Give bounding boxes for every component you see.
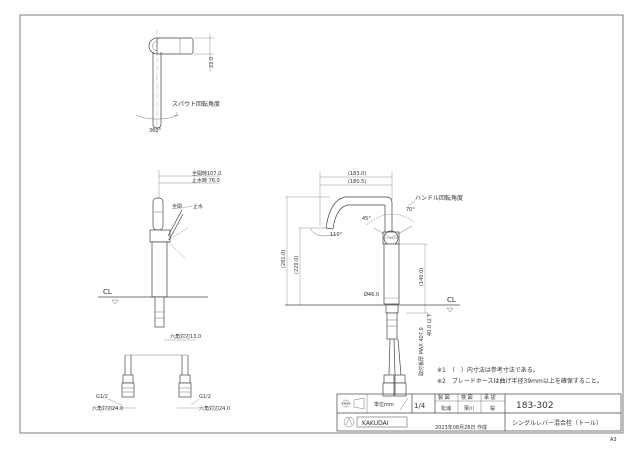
header-check: 検 図 xyxy=(461,394,473,401)
header-approve: 承 認 xyxy=(484,394,496,401)
sheet-size: A3 xyxy=(610,437,617,443)
front-cl: CL xyxy=(447,296,456,304)
hose-left xyxy=(121,355,135,398)
dim-180: (180.5) xyxy=(348,179,366,185)
label-close: 止水 xyxy=(193,203,203,210)
angle-110: 110° xyxy=(330,232,343,238)
name-approve: 桜 xyxy=(490,405,495,412)
dim-46: Ø46.0 xyxy=(364,291,379,298)
sheet-border xyxy=(19,14,624,434)
front-view: (183.0) (180.5) ハンドル回転角度 45° 70° 110° (2… xyxy=(281,171,463,397)
side-cl: CL xyxy=(103,288,112,296)
scale-unit: 単位mm xyxy=(374,401,394,408)
dim-183: (183.0) xyxy=(348,171,366,177)
title-block: 単位mm 1/4 製 図 検 図 承 認 松浦 栗川 桜 183-302 KAK… xyxy=(336,393,622,432)
angle-45: 45° xyxy=(362,216,371,222)
note-1: ※1 （ ）内寸法は参考寸法である。 xyxy=(437,366,539,374)
header-draw: 製 図 xyxy=(438,394,450,401)
name-draw: 松浦 xyxy=(441,405,451,412)
dim-281: (281.0) xyxy=(281,250,287,268)
dim-140: (140.0) xyxy=(419,268,425,286)
kakudai-logo-icon: KAKUDAI xyxy=(343,416,408,428)
g-left: G1/2 xyxy=(96,394,108,400)
creation-date: 2023年08月28日 作成 xyxy=(435,424,487,431)
part-number: 183-302 xyxy=(516,401,554,411)
hex-right: 六角対辺24.0 xyxy=(199,405,230,412)
dim-220: (220.0) xyxy=(294,256,300,274)
handle-label: ハンドル回転角度 xyxy=(415,194,463,202)
product-name: シングルレバー混合栓（トール） xyxy=(512,419,602,427)
top-view: 22.0 スパウト回転角度 360° xyxy=(135,30,220,135)
g-right: G1/2 xyxy=(199,394,211,400)
top-dim-22: 22.0 xyxy=(209,57,215,68)
dim-407: 取付板厚 MAX 407.0 xyxy=(418,327,425,376)
dim-13: 六角対辺13.0 xyxy=(170,333,201,340)
spout-rotation-label: スパウト回転角度 xyxy=(172,100,220,108)
side-view: 全開時107.0 止水時 76.0 全開 止水 CL 六角対辺13.0 xyxy=(92,170,230,412)
projection-symbol-icon xyxy=(341,397,365,410)
note-2: ※2 ブレードホースは曲げ半径39mm以上を確保すること。 xyxy=(437,377,603,385)
dim-40: 40.0 以下 xyxy=(427,313,433,336)
name-check: 栗川 xyxy=(464,406,474,412)
scale-value: 1/4 xyxy=(414,402,426,410)
label-open: 全開 xyxy=(172,203,182,210)
dim-107: 全開時107.0 xyxy=(192,170,221,177)
logo-text: KAKUDAI xyxy=(362,420,389,427)
hex-left: 六角対辺24.0 xyxy=(92,405,123,412)
hose-right xyxy=(178,355,192,398)
dim-76: 止水時 76.0 xyxy=(192,177,220,184)
notes: ※1 （ ）内寸法は参考寸法である。 ※2 ブレードホースは曲げ半径39mm以上… xyxy=(437,366,603,385)
spout-rotation-angle: 360° xyxy=(149,128,162,134)
angle-70: 70° xyxy=(406,207,415,213)
